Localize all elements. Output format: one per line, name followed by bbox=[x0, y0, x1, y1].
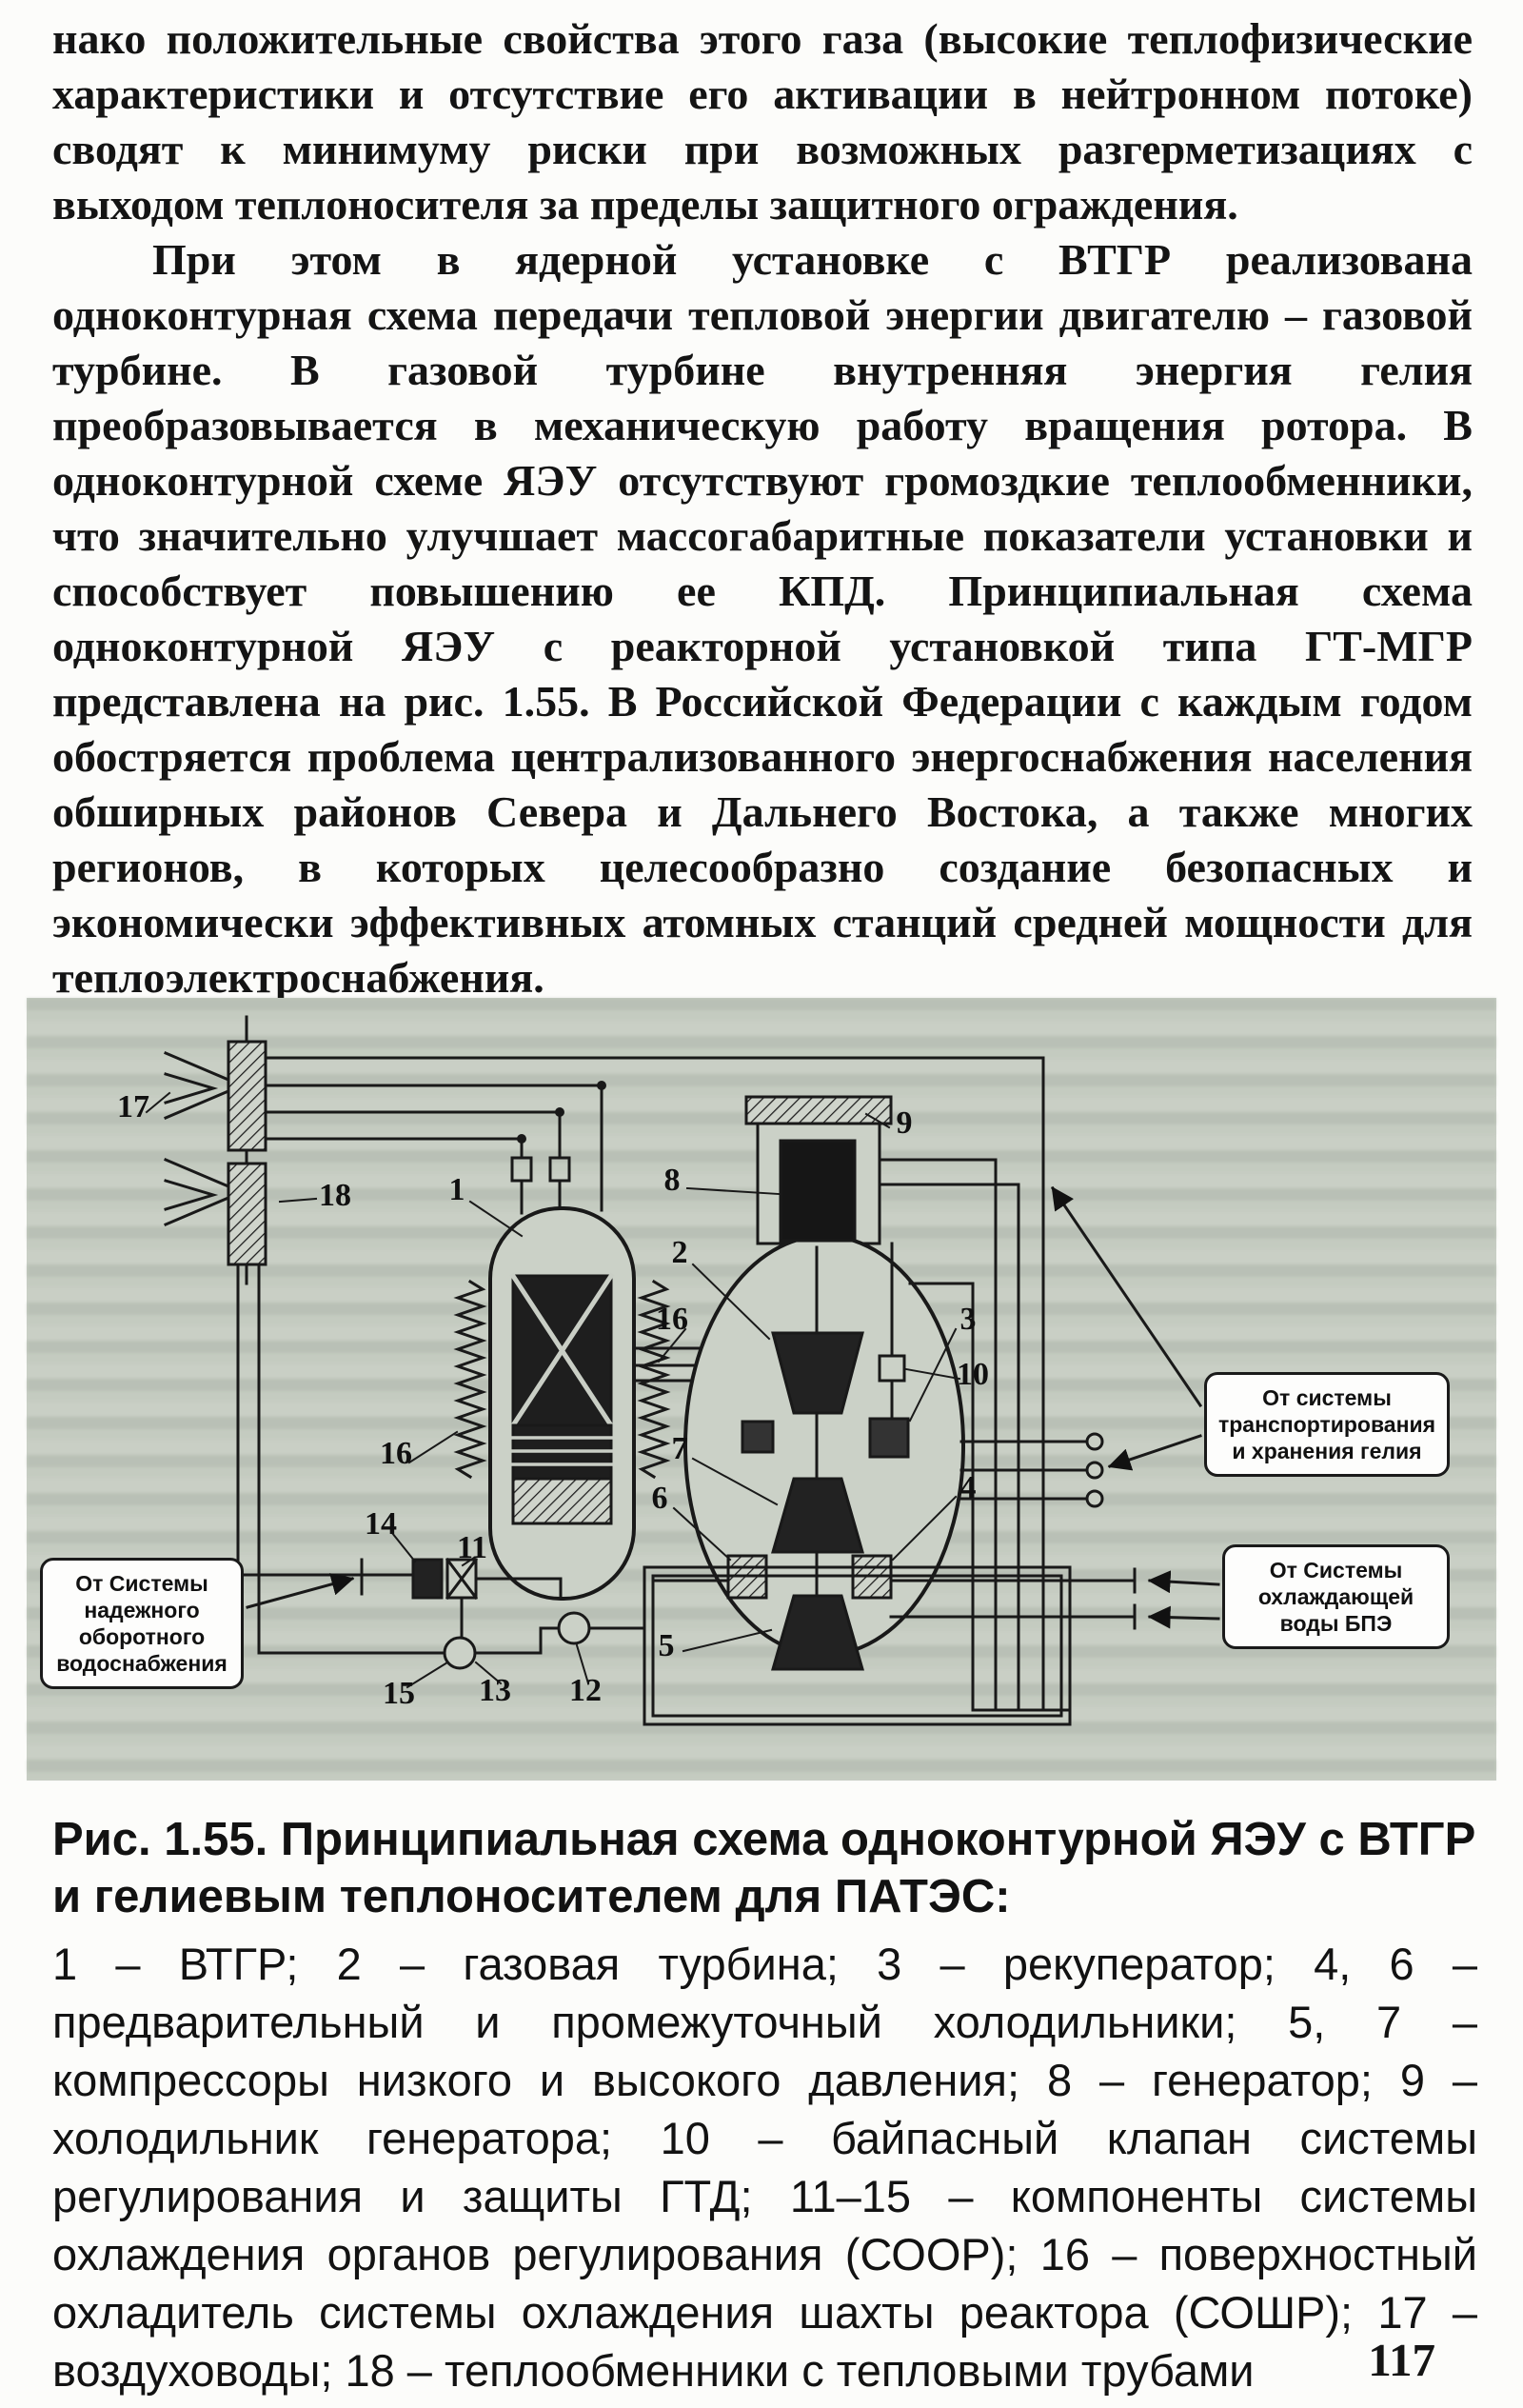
heat-pipe-exchangers bbox=[227, 1015, 267, 1285]
diagram-label-16-left: 16 bbox=[380, 1436, 412, 1471]
figure-caption-legend: 1 – ВТГР; 2 – газовая турбина; 3 – рекуп… bbox=[52, 1939, 1477, 2396]
diagram-label-9: 9 bbox=[896, 1105, 913, 1141]
diagram-label-7: 7 bbox=[671, 1431, 688, 1466]
turbine bbox=[771, 1331, 864, 1415]
coor-components bbox=[411, 1557, 646, 1670]
recuperator bbox=[741, 1417, 910, 1459]
diagram-label-6: 6 bbox=[651, 1481, 668, 1516]
schematic-drawing bbox=[145, 1015, 1220, 1726]
diagram-label-2: 2 bbox=[671, 1235, 688, 1270]
diagram-label-16-right: 16 bbox=[656, 1302, 688, 1337]
reactor-vessel bbox=[488, 1156, 636, 1601]
paragraph-main: При этом в ядерной установке с ВТГР реал… bbox=[52, 235, 1473, 1002]
generator-cooler bbox=[744, 1095, 893, 1125]
diagram-label-10: 10 bbox=[957, 1357, 989, 1392]
diagram-label-1: 1 bbox=[448, 1172, 465, 1207]
lp-compressor bbox=[771, 1594, 864, 1671]
diagram-label-12: 12 bbox=[569, 1673, 602, 1708]
bypass-valve bbox=[878, 1242, 906, 1421]
figure-caption: Рис. 1.55. Принципиальная схема одноконт… bbox=[52, 1811, 1477, 2399]
leader-lines bbox=[145, 1091, 961, 1689]
diagram-label-13: 13 bbox=[479, 1673, 511, 1708]
terminal-connections bbox=[651, 1432, 1137, 1630]
right-pipe-bundle bbox=[878, 1158, 1072, 1712]
page-number: 117 bbox=[1368, 2334, 1435, 2386]
callout-reliable-water-supply-system: От Системы надежного оборотного водоснаб… bbox=[40, 1558, 244, 1690]
generator-block bbox=[779, 1139, 857, 1243]
callout-bpe-cooling-water-system: От Системы охлаждающей воды БПЭ bbox=[1222, 1544, 1450, 1650]
figure-1-55-diagram: 17 18 1 8 9 2 16 3 10 7 6 4 16 14 11 15 … bbox=[27, 998, 1496, 1781]
paragraph-continuation: нако положительные свойства этого газа (… bbox=[52, 14, 1473, 229]
figure-caption-title: Рис. 1.55. Принципиальная схема одноконт… bbox=[52, 1814, 1476, 1922]
diagram-label-3: 3 bbox=[959, 1302, 977, 1337]
top-pipes bbox=[264, 1056, 1045, 1712]
diagram-label-15: 15 bbox=[383, 1676, 415, 1711]
diagram-label-17: 17 bbox=[117, 1089, 149, 1124]
diagram-label-8: 8 bbox=[663, 1163, 681, 1198]
diagram-label-11: 11 bbox=[456, 1530, 488, 1565]
diagram-label-5: 5 bbox=[658, 1628, 675, 1663]
bpe-enclosure bbox=[643, 1565, 1072, 1726]
diagram-label-18: 18 bbox=[319, 1178, 351, 1213]
body-text-block: нако положительные свойства этого газа (… bbox=[52, 11, 1473, 1005]
callout-helium-transport-system: От системы транспортирования и хранения … bbox=[1204, 1372, 1450, 1478]
callout-arrows bbox=[246, 1185, 1220, 1629]
diagram-label-4: 4 bbox=[959, 1470, 977, 1505]
hp-compressor bbox=[771, 1477, 864, 1554]
diagram-label-14: 14 bbox=[365, 1506, 397, 1542]
